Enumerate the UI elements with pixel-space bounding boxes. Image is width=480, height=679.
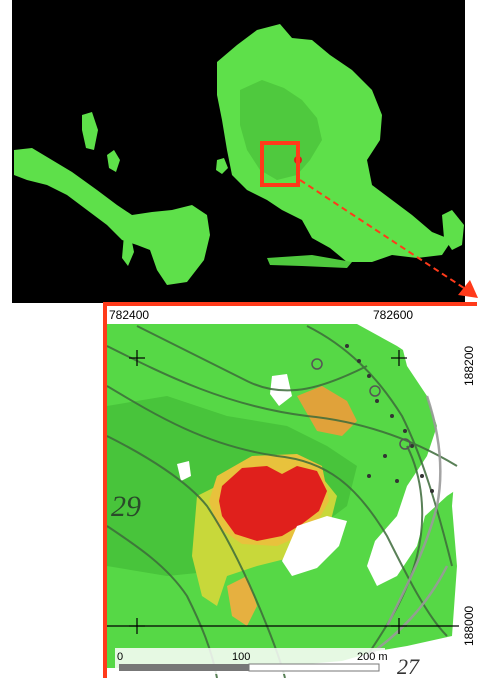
contour-line — [385, 395, 442, 627]
contour-line — [366, 445, 424, 657]
scale-label-100: 100 — [232, 651, 250, 663]
corner-label: 27 — [397, 654, 420, 678]
contour-lines — [107, 325, 458, 678]
scale-label-0: 0 — [117, 651, 123, 663]
detail-terrain-orange-north — [297, 386, 357, 436]
detail-gap-east — [367, 326, 477, 586]
scale-segment-light — [248, 663, 380, 672]
scale-label-200: 200 m — [357, 651, 388, 663]
terrain-island-1 — [82, 112, 98, 150]
coord-y-top: 188200 — [462, 346, 476, 386]
terrain-region-west — [14, 148, 210, 285]
overview-map-canvas — [12, 0, 465, 303]
coord-y-bottom: 188000 — [462, 606, 476, 646]
contour-line — [107, 345, 458, 467]
terrain-island-2 — [107, 150, 120, 172]
terrain-island-4 — [216, 158, 228, 174]
detail-map[interactable]: 29 27 782400 782600 188200 188000 0 100 … — [103, 302, 477, 678]
terrain-island-3 — [122, 232, 134, 266]
overview-map[interactable] — [12, 0, 465, 303]
detail-hotspot[interactable] — [219, 466, 327, 541]
contour-line — [107, 435, 286, 678]
point-symbols — [345, 344, 434, 493]
detail-terrain-orange-south — [227, 576, 257, 626]
contour-line — [136, 325, 368, 392]
contour-line — [107, 385, 448, 637]
scale-segment-dark — [119, 664, 249, 671]
terrain-region-north — [250, 28, 297, 62]
detail-map-canvas: 29 27 782400 782600 188200 188000 0 100 … — [107, 306, 477, 678]
circle-symbols — [311, 358, 411, 450]
scale-bar: 0 100 200 m — [115, 648, 388, 674]
coord-x-right: 782600 — [373, 308, 413, 322]
zoom-extent-box[interactable] — [260, 141, 300, 187]
detail-gap-southeast — [282, 516, 347, 576]
coord-x-left: 782400 — [109, 308, 149, 322]
contour-label: 29 — [111, 490, 141, 523]
detail-gap-west — [177, 461, 191, 481]
contour-line — [306, 325, 453, 567]
